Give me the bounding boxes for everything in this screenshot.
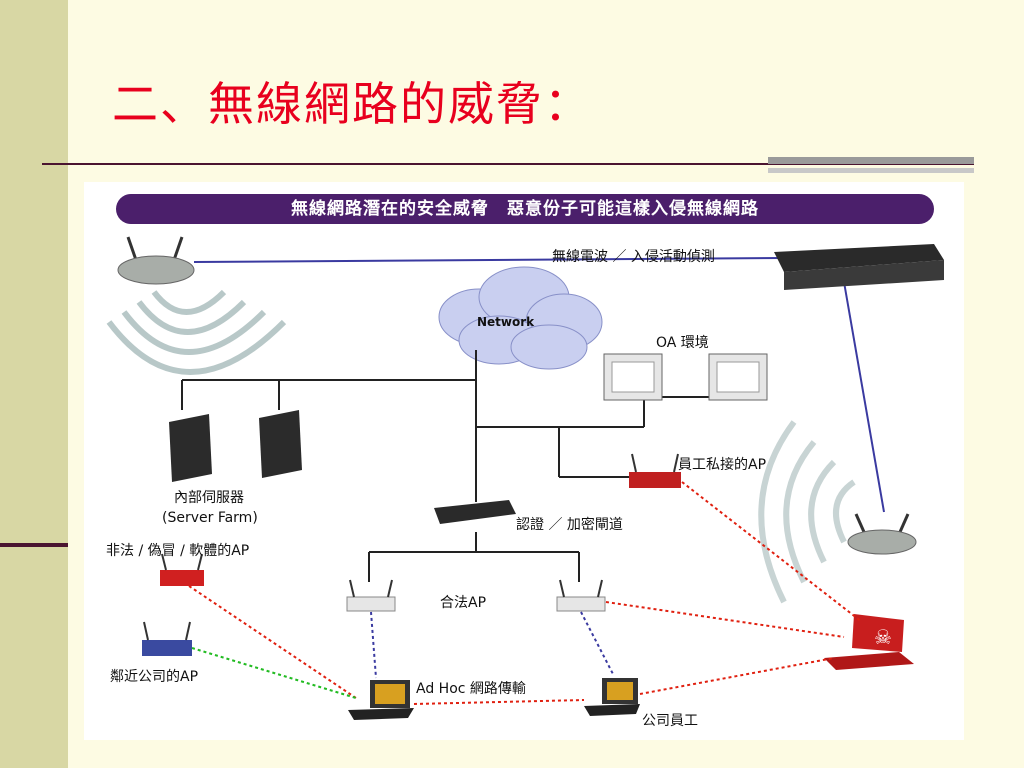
decor-stripe-light — [768, 168, 974, 173]
left-decor-bar — [0, 0, 68, 768]
ids-label: 無線電波 ／ 入侵活動偵測 — [552, 249, 715, 265]
laptop-left-icon — [348, 680, 414, 720]
ids-link-line — [193, 257, 785, 263]
wireless-links — [370, 611, 615, 679]
rogue-ap-icon — [160, 553, 204, 586]
title-rule — [42, 163, 974, 165]
oa-computers-icon — [603, 353, 768, 401]
network-cloud-icon — [438, 266, 603, 370]
employee-label: 公司員工 — [642, 713, 698, 729]
rogue-ap-label: 非法 / 偽冒 / 軟體的AP — [106, 543, 250, 559]
adhoc-label: Ad Hoc 網路傳輸 — [416, 681, 526, 697]
radio-waves-top — [106, 289, 287, 375]
servers-label: 內部伺服器 — [174, 490, 244, 506]
oa-label: OA 環境 — [656, 335, 709, 351]
wireless-ap-top-icon — [117, 236, 195, 285]
server-farm-label: (Server Farm) — [162, 510, 258, 526]
legit-ap-label: 合法AP — [440, 595, 487, 611]
wireless-ap-right-icon — [847, 513, 917, 555]
neighbor-ap-label: 鄰近公司的AP — [110, 669, 199, 685]
attack-links — [188, 481, 863, 705]
radio-waves-right — [758, 420, 856, 604]
slide-title: 二、無線網路的威脅： — [112, 77, 592, 131]
legit-ap-right-icon — [556, 579, 606, 612]
diagram-banner: 無線網路潛在的安全威脅 惡意份子可能這樣入侵無線網路 — [116, 194, 934, 224]
neighbor-link — [191, 647, 357, 699]
ids-rack-icon — [774, 244, 944, 290]
neighbor-ap-icon — [142, 621, 192, 656]
auth-gateway-label: 認證 ／ 加密閘道 — [516, 517, 623, 533]
employee-ap-label: 員工私接的AP — [678, 457, 767, 473]
auth-gateway-icon — [434, 500, 516, 524]
decor-stripe — [768, 157, 974, 164]
legit-ap-left-icon — [346, 579, 396, 612]
lan-lines — [181, 350, 744, 582]
svg-text:☠: ☠ — [874, 625, 892, 649]
employee-ap-icon — [629, 453, 681, 488]
hacker-laptop-icon: ☠ — [824, 614, 914, 670]
network-label: Network — [477, 315, 535, 329]
laptop-right-icon — [584, 678, 640, 716]
diagram-canvas: ☠ — [106, 236, 944, 720]
server-farm-icon — [169, 410, 302, 482]
network-threat-diagram: ☠ 無線網路潛在的安全威脅 惡意份子可能這樣入侵無線網路 無線電波 ／ 入侵活動 — [84, 182, 964, 740]
left-decor-line — [0, 543, 68, 547]
ids-to-ap-line — [843, 281, 885, 513]
